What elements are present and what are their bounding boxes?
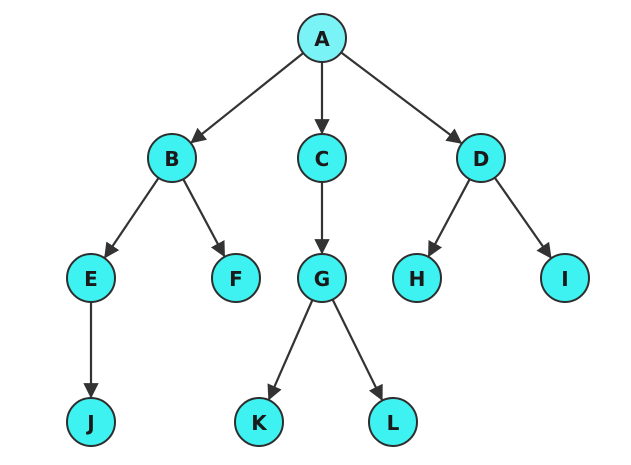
edges-layer [83, 51, 552, 401]
node-circle [297, 13, 347, 63]
edge-g-l [331, 299, 383, 401]
node-label: L [387, 411, 400, 435]
node-g: G [297, 253, 347, 303]
node-circle [392, 253, 442, 303]
node-label: G [314, 267, 330, 291]
node-label: H [409, 267, 426, 291]
node-j: J [66, 397, 116, 447]
edge-d-i [493, 177, 552, 259]
edge-b-f [182, 178, 226, 258]
node-label: F [229, 267, 243, 291]
node-h: H [392, 253, 442, 303]
node-f: F [211, 253, 261, 303]
edge-a-d [340, 51, 463, 144]
nodes-layer: A B C D E F G H I J K L [66, 13, 590, 447]
node-circle [211, 253, 261, 303]
node-label: K [251, 411, 268, 435]
node-circle [297, 253, 347, 303]
edge-g-k [267, 299, 314, 401]
edge-d-h [427, 178, 471, 258]
node-circle [368, 397, 418, 447]
node-label: D [473, 147, 490, 171]
node-label: I [561, 267, 568, 291]
node-label: C [315, 147, 330, 171]
node-circle [540, 253, 590, 303]
node-circle [456, 133, 506, 183]
node-d: D [456, 133, 506, 183]
node-circle [66, 253, 116, 303]
node-l: L [368, 397, 418, 447]
node-circle [234, 397, 284, 447]
node-label: J [85, 411, 94, 435]
node-c: C [297, 133, 347, 183]
node-e: E [66, 253, 116, 303]
edge-b-e [104, 177, 160, 259]
node-circle [66, 397, 116, 447]
node-label: E [84, 267, 98, 291]
node-b: B [147, 133, 197, 183]
edge-a-b [190, 52, 304, 144]
node-i: I [540, 253, 590, 303]
node-a: A [297, 13, 347, 63]
node-circle [147, 133, 197, 183]
node-k: K [234, 397, 284, 447]
node-label: B [164, 147, 179, 171]
node-label: A [314, 27, 330, 51]
node-circle [297, 133, 347, 183]
